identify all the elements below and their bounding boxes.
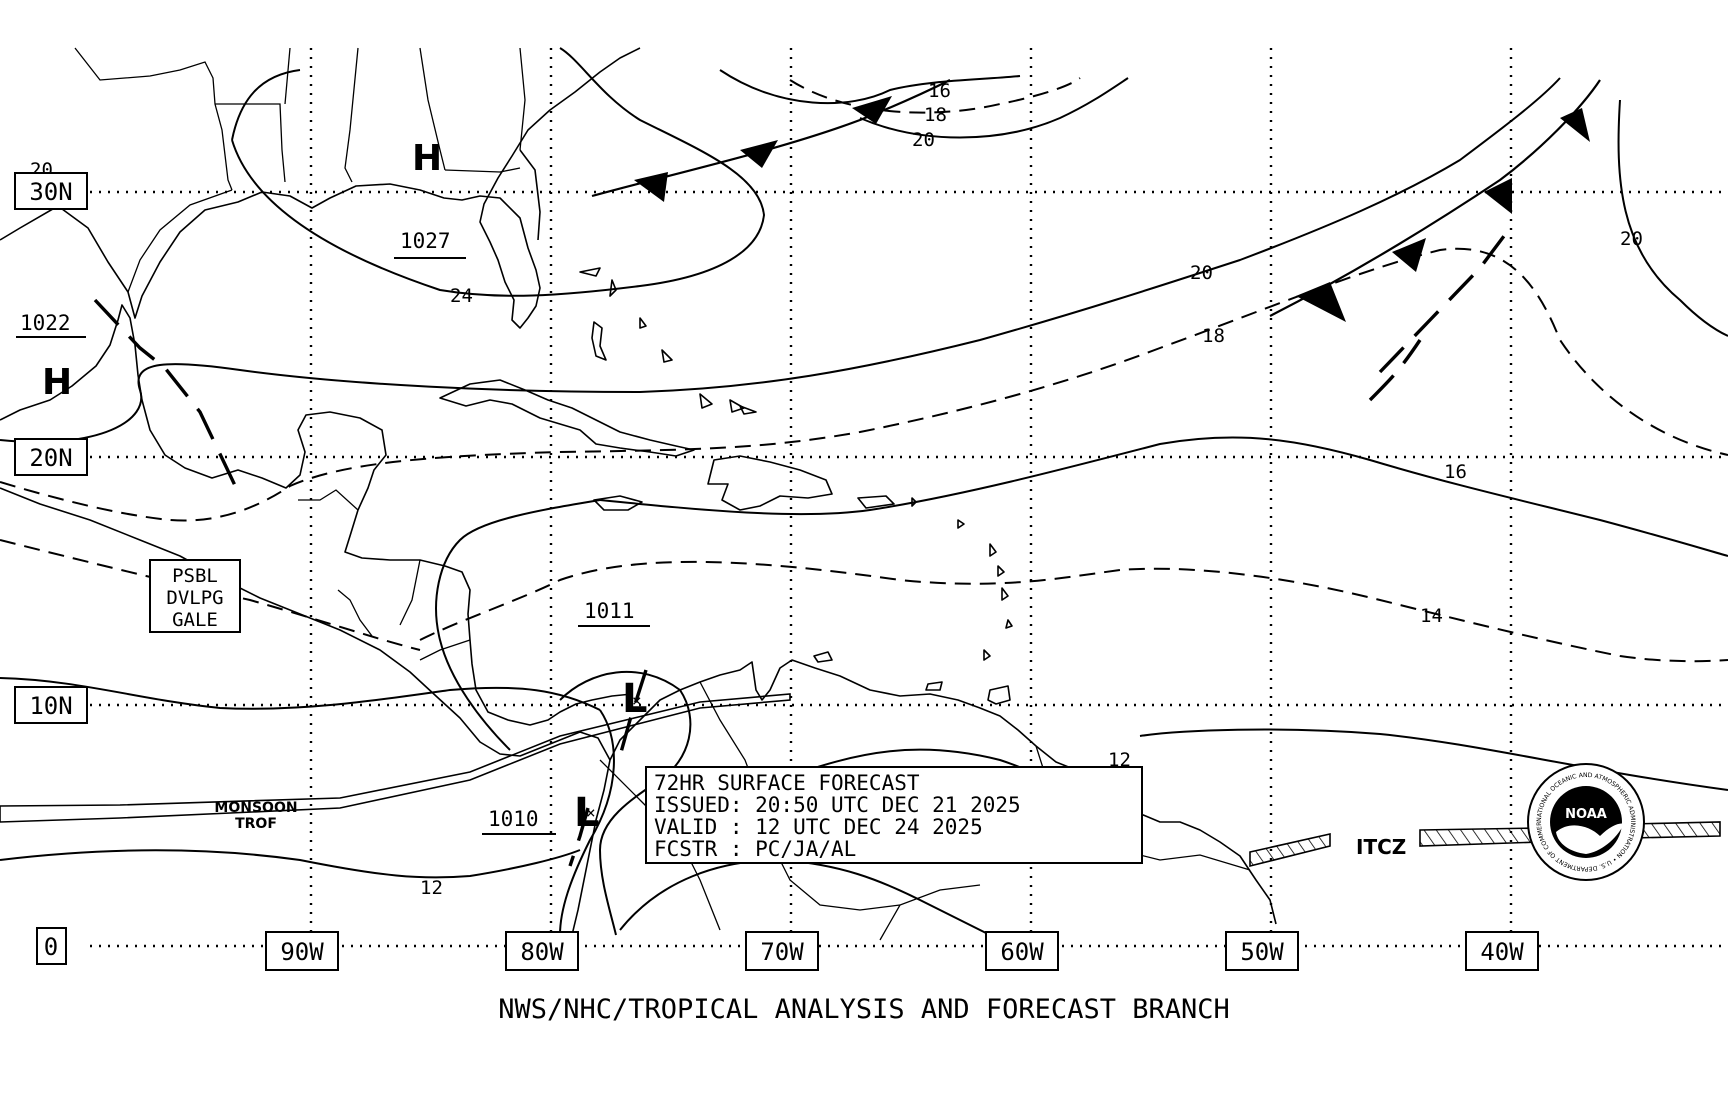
gale-warning-box: PSBL DVLPG GALE xyxy=(149,559,241,633)
cold-front-east xyxy=(1269,79,1601,322)
lon-label-80w: 80W xyxy=(520,938,564,966)
isobar-label: 18 xyxy=(924,104,947,126)
monsoon-trough-label-1: MONSOON xyxy=(214,800,297,816)
forecast-title: 72HR SURFACE FORECAST xyxy=(654,771,920,795)
isobar-label: 14 xyxy=(1420,605,1443,627)
forecast-valid: VALID : 12 UTC DEC 24 2025 xyxy=(654,815,983,839)
high-center-value: 1022 xyxy=(20,311,71,335)
low-center-value: 1011 xyxy=(584,599,635,623)
low-center-marker: × xyxy=(586,803,596,822)
lon-label-60w: 60W xyxy=(1000,938,1044,966)
gale-line-2: DVLPG xyxy=(166,587,223,609)
lat-label-30n: 30N xyxy=(29,178,72,206)
high-center-value: 1027 xyxy=(400,229,451,253)
noaa-logo: NOAA NATIONAL OCEANIC AND ATMOSPHERIC AD… xyxy=(0,0,1645,881)
itcz-label: ITCZ xyxy=(1356,835,1406,859)
forecast-info-box: 72HR SURFACE FORECAST ISSUED: 20:50 UTC … xyxy=(645,766,1143,864)
latitude-labels: 30N 20N 10N 0 xyxy=(14,172,88,965)
forecast-issued: ISSUED: 20:50 UTC DEC 21 2025 xyxy=(654,793,1021,817)
troughs xyxy=(93,226,1512,867)
lon-label-90w: 90W xyxy=(280,938,324,966)
gale-line-1: PSBL xyxy=(172,565,218,587)
isobar-label: 20 xyxy=(1620,228,1643,250)
longitude-labels: 90W 80W 70W 60W 50W 40W xyxy=(265,931,1539,971)
lat-label-10n: 10N xyxy=(29,692,72,720)
gale-line-3: GALE xyxy=(172,609,218,631)
lon-label-50w: 50W xyxy=(1240,938,1284,966)
low-center-marker: × xyxy=(632,691,642,710)
pressure-centers: H 1027 H 1022 L × 1011 L × 1010 xyxy=(16,138,650,836)
high-center-symbol: H xyxy=(42,362,72,403)
monsoon-trough-band xyxy=(0,693,791,823)
high-center-symbol: H xyxy=(412,138,442,179)
lon-label-40w: 40W xyxy=(1480,938,1524,966)
lon-label-70w: 70W xyxy=(760,938,804,966)
isobar-label: 18 xyxy=(1202,325,1225,347)
isobar-label: 20 xyxy=(912,129,935,151)
lat-label-20n: 20N xyxy=(29,444,72,472)
low-center-symbol: L xyxy=(574,790,600,836)
agency-footer: NWS/NHC/TROPICAL ANALYSIS AND FORECAST B… xyxy=(498,994,1230,1025)
forecast-forecasters: FCSTR : PC/JA/AL xyxy=(654,837,856,861)
cold-front-north xyxy=(591,79,951,202)
itcz-band xyxy=(1249,821,1721,868)
isobar-labels: 16 18 20 20 24 20 18 20 16 14 12 12 xyxy=(30,80,1643,899)
isobar-label: 20 xyxy=(1190,262,1213,284)
lat-label-equator: 0 xyxy=(44,933,58,961)
isobar-label: 12 xyxy=(420,877,443,899)
noaa-logo-text: NOAA xyxy=(1565,807,1607,822)
isobar-label: 24 xyxy=(450,285,473,307)
low-center-value: 1010 xyxy=(488,807,539,831)
noaa-ring-text: NATIONAL OCEANIC AND ATMOSPHERIC ADMINIS… xyxy=(0,0,1636,872)
low-center-symbol: L xyxy=(622,676,648,722)
isobar-label: 16 xyxy=(928,80,951,102)
isobar-label: 16 xyxy=(1444,461,1467,483)
monsoon-trough-label-2: TROF xyxy=(235,816,277,832)
isobar-label: 12 xyxy=(1108,749,1131,771)
